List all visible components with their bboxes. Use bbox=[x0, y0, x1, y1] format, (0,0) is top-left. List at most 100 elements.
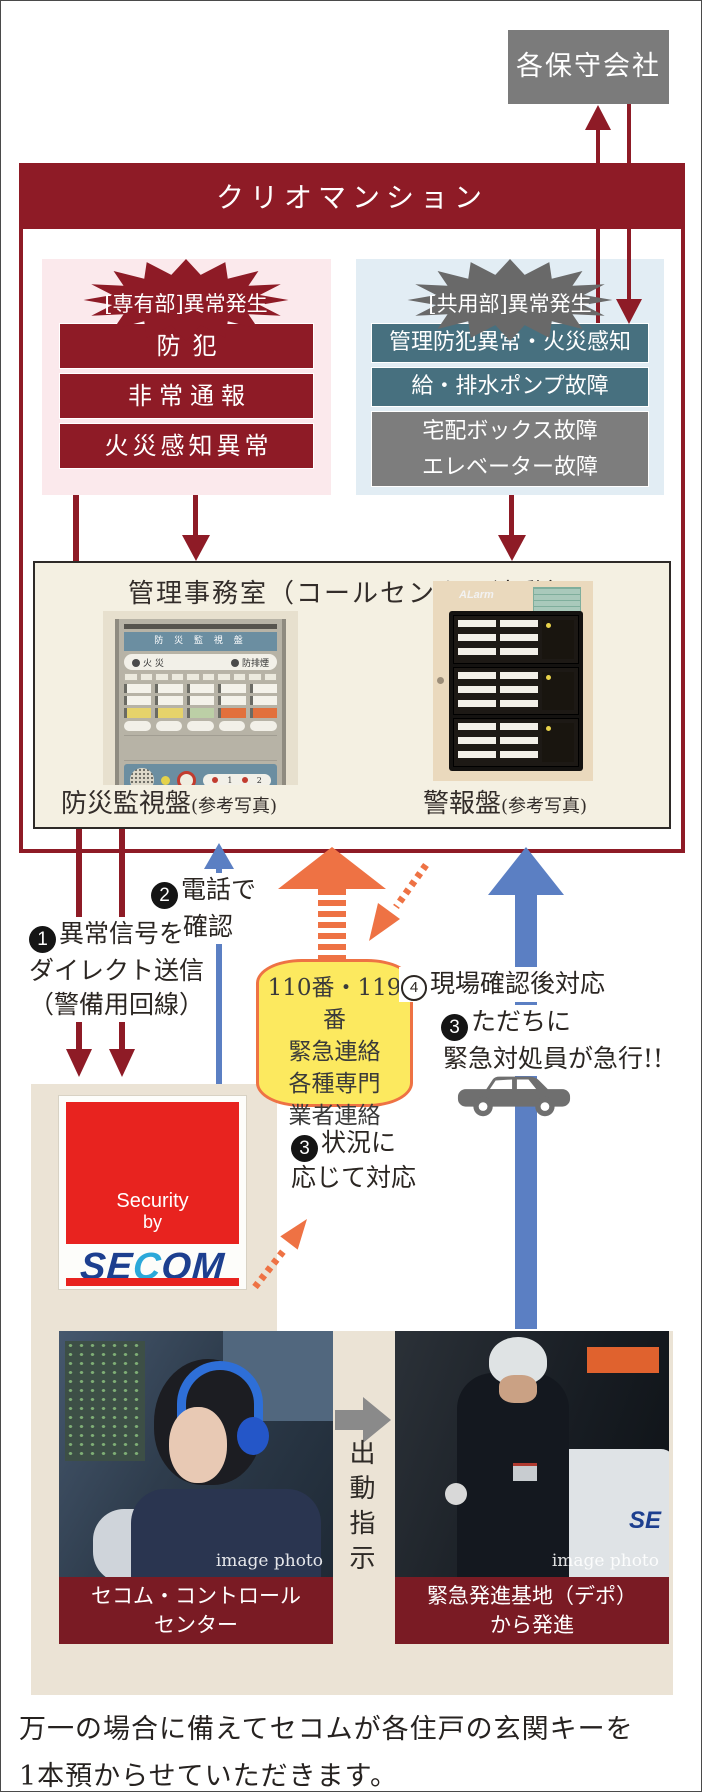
caption-monitor-panel: 防災監視盤(参考写真) bbox=[61, 789, 278, 819]
step3-number-icon: 3 bbox=[441, 1014, 468, 1041]
list-item: 給・排水ポンプ故障 bbox=[371, 367, 649, 407]
phone-check-line bbox=[216, 867, 222, 1084]
emergency-line: 各種専門 bbox=[288, 1071, 381, 1097]
map-screen bbox=[65, 1341, 145, 1461]
headset-earcup-icon bbox=[237, 1417, 269, 1455]
management-office-box: 管理事務室（コールセンター連動） 防 災 監 視 盤 火 災 防排煙 bbox=[33, 561, 671, 829]
panel-switch-row bbox=[124, 696, 278, 705]
image-photo-watermark: image photo bbox=[551, 1551, 659, 1571]
panel-button-row bbox=[124, 721, 277, 731]
burst-shape-common bbox=[407, 259, 613, 341]
dial-strip: 1 2 bbox=[203, 773, 271, 785]
secom-by-label: by bbox=[142, 1212, 162, 1232]
burst-shape-private bbox=[83, 259, 289, 341]
dashed-arrow-down-left-icon bbox=[369, 862, 429, 941]
emergency-line: 110番・119番 bbox=[267, 975, 402, 1033]
step2-number-icon: 2 bbox=[151, 882, 178, 909]
big-orange-arrow-icon bbox=[278, 847, 386, 889]
guard-badge bbox=[513, 1463, 537, 1481]
private-area-items: 防犯 非常通報 火災感知異常 bbox=[42, 259, 331, 495]
caption-alarm-panel: 警報盤(参考写真) bbox=[423, 789, 588, 819]
monitor-panel-photo: 防 災 監 視 盤 火 災 防排煙 bbox=[103, 611, 298, 785]
control-center-caption: セコム・コントロール センター bbox=[59, 1577, 333, 1644]
monitor-panel: 防 災 監 視 盤 火 災 防排煙 bbox=[115, 619, 286, 785]
common-area-items: 管理防犯異常・火災感知 給・排水ポンプ故障 宅配ボックス故障 エレベーター故障 bbox=[356, 259, 664, 495]
screw-icon bbox=[437, 677, 444, 684]
ladder-shaft bbox=[318, 889, 346, 959]
list-item: 非常通報 bbox=[59, 373, 314, 419]
image-photo-watermark: image photo bbox=[215, 1551, 323, 1571]
response-white-panel bbox=[277, 1084, 673, 1331]
step1-number-icon: 1 bbox=[29, 926, 56, 953]
list-item: 火災感知異常 bbox=[59, 423, 314, 469]
direct-line-segment bbox=[73, 495, 79, 561]
emergency-car-icon bbox=[457, 1076, 571, 1117]
alarm-module bbox=[453, 615, 579, 664]
alarm-brand-label: ALarm bbox=[459, 589, 494, 601]
alarm-module bbox=[453, 718, 579, 768]
list-item: エレベーター故障 bbox=[421, 455, 598, 480]
dispatch-order-label: 出動指示 bbox=[345, 1439, 375, 1579]
private-to-office-line bbox=[193, 495, 198, 535]
alarm-cabinet bbox=[449, 611, 583, 771]
big-blue-arrow-icon bbox=[488, 847, 564, 895]
mansion-title: クリオマンション bbox=[215, 181, 488, 214]
yellow-button-icon bbox=[161, 775, 170, 785]
dial-label: 2 bbox=[256, 775, 262, 785]
speaker-icon bbox=[130, 768, 154, 785]
arrow-down-icon bbox=[498, 535, 526, 561]
emergency-line: 業者連絡 bbox=[288, 1103, 381, 1129]
signal-line-up bbox=[596, 129, 600, 323]
panel-control-band: 1 2 bbox=[124, 764, 277, 785]
maintenance-company-box: 各保守会社 bbox=[508, 30, 669, 104]
secom-security-label: Security bbox=[116, 1190, 189, 1212]
arrow-up-icon bbox=[204, 843, 234, 869]
depot-photo: SE image photo bbox=[395, 1331, 669, 1577]
secom-red-square: Security by bbox=[66, 1102, 239, 1244]
headset-band-icon bbox=[177, 1361, 263, 1421]
list-item: 宅配ボックス故障 bbox=[422, 419, 598, 444]
arrow-down-icon bbox=[616, 299, 642, 324]
secom-red-stripe bbox=[66, 1278, 239, 1286]
lamp-icon bbox=[132, 659, 140, 667]
smoke-indicator: 防排煙 bbox=[230, 656, 269, 669]
panel-switch-row bbox=[124, 684, 278, 693]
red-button-icon bbox=[177, 770, 196, 785]
dial-label: 1 bbox=[227, 775, 233, 785]
panel-groove bbox=[124, 735, 277, 761]
footer-note-line1: 万一の場合に備えてセコムが各住戸の玄関キーを bbox=[19, 1714, 634, 1745]
arrow-down-icon bbox=[66, 1049, 92, 1077]
lamp-icon bbox=[230, 659, 239, 667]
mansion-header: クリオマンション bbox=[23, 167, 681, 229]
footer-note-line2: 1本預からせていただきます。 bbox=[19, 1761, 398, 1792]
guard-face bbox=[499, 1375, 537, 1403]
emergency-line: 緊急連絡 bbox=[288, 1039, 381, 1065]
panel-indicator-strip: 火 災 防排煙 bbox=[124, 654, 277, 670]
car-roof-sign bbox=[587, 1347, 659, 1373]
control-center-photo: image photo bbox=[59, 1331, 333, 1577]
common-burst-label: [共用部]異常発生 bbox=[428, 292, 592, 316]
panel-title-band: 防 災 監 視 盤 bbox=[124, 632, 277, 651]
alarm-module bbox=[453, 666, 579, 716]
gray-arrow-right-icon bbox=[335, 1397, 391, 1443]
panel-lamp-row bbox=[124, 708, 278, 718]
operator-face bbox=[169, 1407, 227, 1483]
private-burst-label: [専有部]異常発生 bbox=[104, 292, 268, 316]
emergency-contact-box: 110番・119番 緊急連絡 各種専門 業者連絡 bbox=[256, 959, 413, 1129]
alarm-sticker bbox=[533, 587, 581, 613]
common-to-office-line bbox=[509, 495, 514, 535]
alarm-panel-photo: ALarm bbox=[433, 581, 593, 781]
fire-indicator: 火 災 bbox=[132, 656, 164, 669]
panel-top-strip bbox=[124, 624, 277, 629]
step4-number-icon: 4 bbox=[401, 975, 427, 1001]
signal-line-down bbox=[627, 104, 631, 300]
dispatch-shaft bbox=[515, 895, 537, 1329]
list-item-double: 宅配ボックス故障 エレベーター故障 bbox=[371, 411, 649, 487]
step3-number-icon: 3 bbox=[291, 1135, 318, 1162]
